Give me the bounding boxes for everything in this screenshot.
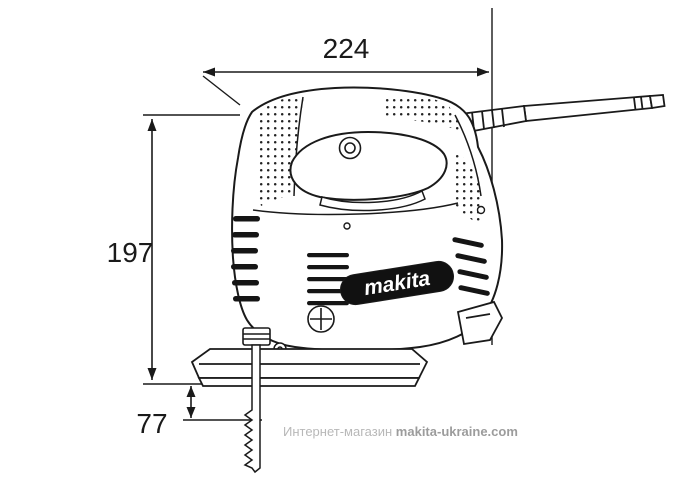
- blade-clamp: [242, 327, 271, 346]
- brand-logo: makita: [340, 260, 454, 306]
- rear-bracket: [456, 300, 504, 346]
- front-vents: [231, 216, 260, 302]
- arrowhead-down-icon: [186, 407, 196, 418]
- watermark-prefix: Интернет-магазин: [283, 424, 393, 439]
- handle-hole: [289, 130, 448, 201]
- dimension-width-label: 224: [323, 33, 370, 64]
- dimension-base: 77: [136, 386, 196, 439]
- dimension-base-label: 77: [136, 408, 167, 439]
- watermark-site: makita-ukraine.com: [395, 424, 518, 439]
- arrowhead-left-icon: [203, 67, 215, 77]
- arrowhead-up-icon: [147, 119, 157, 131]
- lock-button: [338, 136, 362, 160]
- extension-line-top-left: [202, 75, 241, 106]
- cord-end-cap: [648, 94, 666, 110]
- body-contour-lines: [252, 96, 482, 216]
- speed-dial: [307, 305, 335, 333]
- motor-vents: [307, 253, 349, 306]
- dimension-height-label: 197: [107, 237, 154, 268]
- dimension-width: 224: [203, 33, 489, 77]
- arrowhead-down-icon: [147, 368, 157, 380]
- screw-icons: [343, 205, 486, 230]
- cord-cable: [522, 95, 654, 122]
- rear-vents: [452, 237, 490, 296]
- saw-blade: [243, 344, 261, 474]
- trigger-switch: [319, 189, 426, 212]
- dimension-height: 197: [107, 119, 157, 380]
- power-cord: [458, 94, 666, 135]
- jigsaw-drawing: makita: [190, 86, 666, 474]
- arrowhead-up-icon: [186, 386, 196, 397]
- watermark: Интернет-магазин makita-ukraine.com: [283, 424, 518, 439]
- arrowhead-right-icon: [477, 67, 489, 77]
- base-shoe: [190, 348, 429, 387]
